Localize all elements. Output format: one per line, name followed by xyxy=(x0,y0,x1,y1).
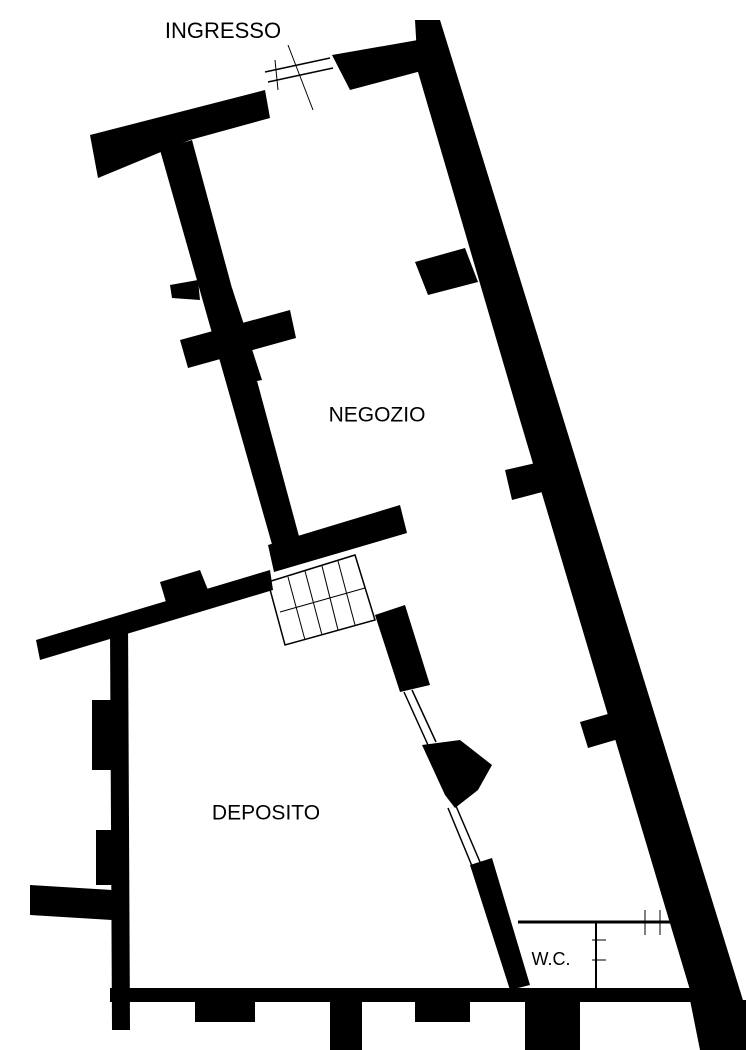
bottom-pier-4 xyxy=(525,1000,580,1050)
room-label-wc: W.C. xyxy=(532,949,571,969)
staircase xyxy=(267,554,376,646)
right-pier-3 xyxy=(580,712,622,748)
deposito-right-wall-upper xyxy=(375,605,430,692)
deposito-left-wall xyxy=(110,620,130,1030)
left-pier-vertical xyxy=(206,288,262,385)
deposito-left-pier-1 xyxy=(92,700,112,770)
deposito-right-wall-lower xyxy=(470,858,530,990)
bottom-wall xyxy=(110,988,700,1002)
bottom-pier-3 xyxy=(415,1000,470,1022)
deposito-window-1 xyxy=(403,689,437,746)
wc-partition xyxy=(518,910,672,988)
bottom-pier-2 xyxy=(330,1000,362,1050)
room-label-deposito: DEPOSITO xyxy=(212,802,320,825)
bottom-pier-5 xyxy=(690,1000,746,1050)
room-label-negozio: NEGOZIO xyxy=(329,404,426,427)
entrance-door xyxy=(264,44,334,111)
deposito-right-pier xyxy=(422,740,492,808)
right-pier-1 xyxy=(415,248,478,295)
deposito-window-2 xyxy=(447,805,481,867)
right-pier-2 xyxy=(505,462,550,500)
entrance-label: INGRESSO xyxy=(165,18,281,43)
middle-wall-pier xyxy=(160,570,208,602)
middle-wall-right xyxy=(268,505,407,572)
deposito-left-pier-2 xyxy=(96,830,112,885)
outer-wall-top-right xyxy=(332,40,425,90)
left-pier-upper xyxy=(170,280,200,300)
middle-wall-left xyxy=(36,570,273,660)
deposito-left-stub xyxy=(30,885,112,920)
outer-wall-right xyxy=(415,20,746,1040)
outer-wall-top-left xyxy=(90,90,270,178)
bottom-pier-1 xyxy=(195,1000,255,1022)
